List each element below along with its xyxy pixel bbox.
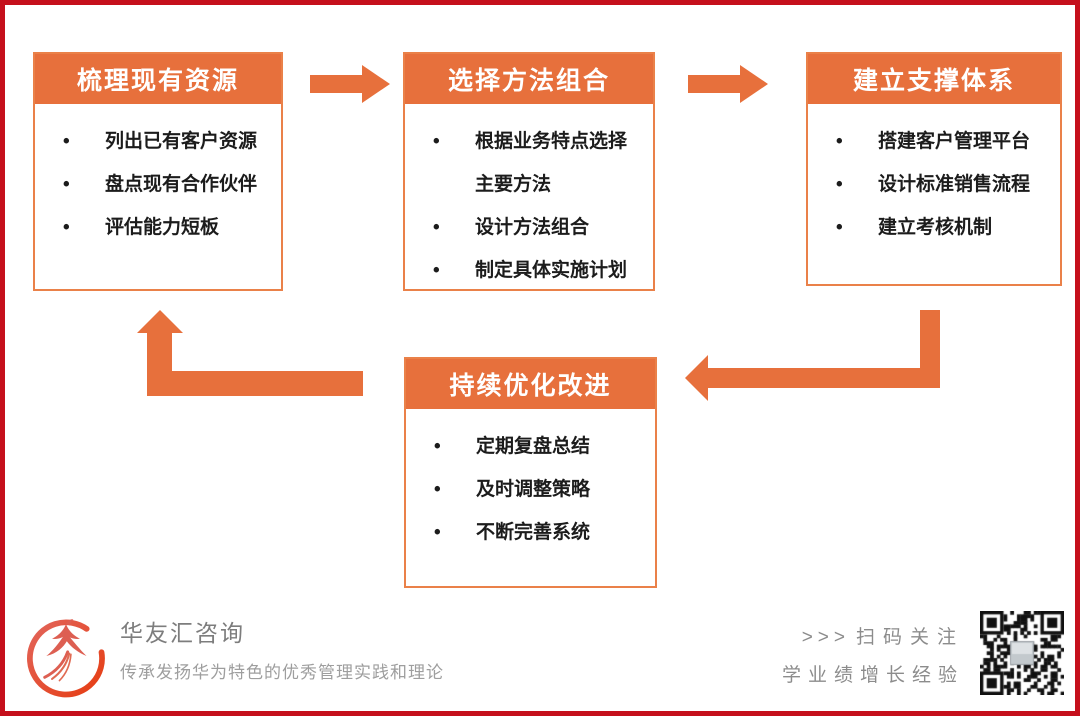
qr-caption-line1: >>>扫码关注 [782,622,964,649]
step-2-list: 根据业务特点选择主要方法 设计方法组合 制定具体实施计划 [405,120,633,292]
list-item: 及时调整策略 [406,468,635,511]
arrow-right-icon [310,65,390,108]
step-2-title: 选择方法组合 [405,54,653,107]
step-1-body: 列出已有客户资源 盘点现有合作伙伴 评估能力短板 [35,107,281,249]
step-box-3: 建立支撑体系 搭建客户管理平台 设计标准销售流程 建立考核机制 [806,52,1062,286]
step-4-title: 持续优化改进 [406,359,655,412]
step-3-list: 搭建客户管理平台 设计标准销售流程 建立考核机制 [808,120,1040,249]
brand-tagline: 传承发扬华为特色的优秀管理实践和理论 [120,663,444,682]
list-item: 设计标准销售流程 [808,163,1040,206]
step-box-2: 选择方法组合 根据业务特点选择主要方法 设计方法组合 制定具体实施计划 [403,52,655,292]
qr-caption: >>>扫码关注 学业绩增长经验 [782,622,964,687]
list-item: 搭建客户管理平台 [808,120,1040,163]
step-3-title: 建立支撑体系 [808,54,1060,107]
step-1-title: 梳理现有资源 [35,54,281,107]
brand-block: 华友汇咨询 传承发扬华为特色的优秀管理实践和理论 [120,619,444,683]
step-box-4: 持续优化改进 定期复盘总结 及时调整策略 不断完善系统 [404,357,657,588]
chevron-arrows-icon: >>> [801,627,850,648]
brand-name: 华友汇咨询 [120,620,245,646]
arrow-loop-left-icon [680,305,950,415]
list-item: 列出已有客户资源 [35,120,261,163]
step-4-list: 定期复盘总结 及时调整策略 不断完善系统 [406,425,635,554]
list-item: 评估能力短板 [35,206,261,249]
phoenix-logo-icon [25,612,107,700]
step-1-list: 列出已有客户资源 盘点现有合作伙伴 评估能力短板 [35,120,261,249]
list-item: 制定具体实施计划 [405,249,633,292]
arrow-loop-up-icon [130,305,370,410]
list-item: 盘点现有合作伙伴 [35,163,261,206]
qr-caption-text1: 扫码关注 [855,627,964,648]
step-3-body: 搭建客户管理平台 设计标准销售流程 建立考核机制 [808,107,1060,249]
list-item: 不断完善系统 [406,511,635,554]
qr-code [980,611,1064,695]
step-2-body: 根据业务特点选择主要方法 设计方法组合 制定具体实施计划 [405,107,653,292]
qr-caption-line2: 学业绩增长经验 [781,665,964,686]
list-item: 建立考核机制 [808,206,1040,249]
step-4-body: 定期复盘总结 及时调整策略 不断完善系统 [406,412,655,554]
arrow-right-icon [688,65,768,108]
list-item: 定期复盘总结 [406,425,635,468]
list-item: 根据业务特点选择主要方法 [405,120,633,206]
list-item: 设计方法组合 [405,206,633,249]
step-box-1: 梳理现有资源 列出已有客户资源 盘点现有合作伙伴 评估能力短板 [33,52,283,291]
